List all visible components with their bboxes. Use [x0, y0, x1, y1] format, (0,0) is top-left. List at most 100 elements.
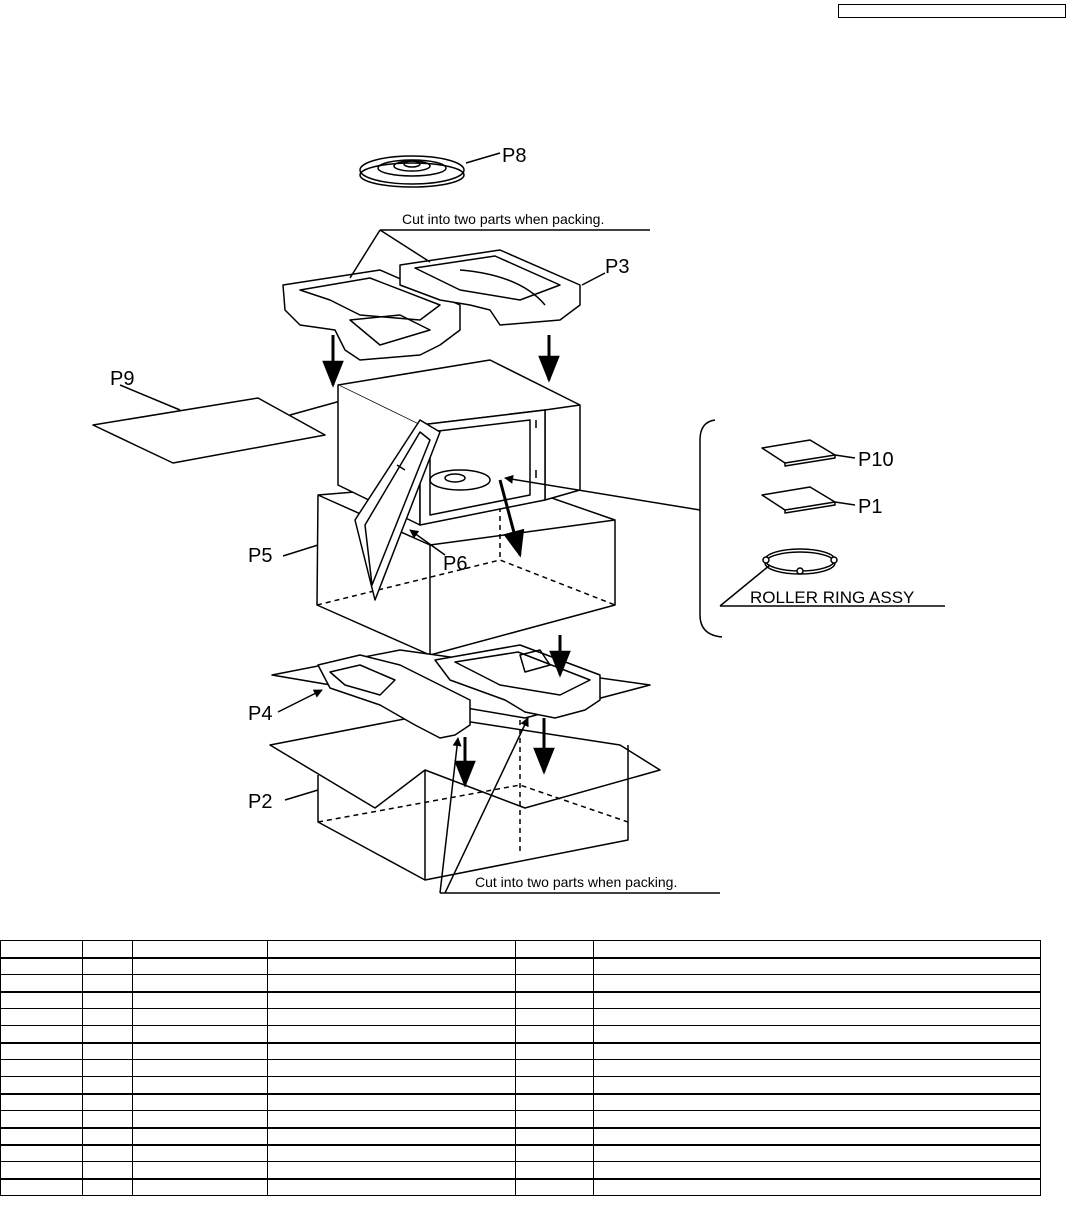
- table-cell: [82, 1042, 133, 1060]
- table-cell: [0, 957, 83, 975]
- table-cell: [82, 974, 133, 993]
- table-cell: [267, 1178, 516, 1196]
- table-cell: [267, 1008, 516, 1026]
- table-cell: [82, 1144, 133, 1162]
- table-cell: [515, 1178, 594, 1196]
- table-cell: [0, 1161, 83, 1180]
- table-cell: [593, 974, 1041, 993]
- table-cell: [132, 1144, 268, 1162]
- table-row: [0, 1093, 1041, 1111]
- table-row: [0, 1144, 1041, 1162]
- table-cell: [0, 1093, 83, 1111]
- table-cell: [267, 1110, 516, 1129]
- table-cell: [0, 1144, 83, 1162]
- table-cell: [82, 1025, 133, 1044]
- table-cell: [0, 1025, 83, 1044]
- cut-note-top: Cut into two parts when packing.: [402, 211, 604, 227]
- table-cell: [82, 991, 133, 1009]
- table-cell: [515, 1093, 594, 1111]
- instruction-sheet-part: [92, 384, 356, 464]
- table-cell: [82, 1059, 133, 1077]
- microwave-oven: [337, 359, 581, 601]
- table-cell: [593, 957, 1041, 975]
- label-p4: P4: [248, 703, 272, 725]
- table-cell: [267, 1144, 516, 1162]
- column-header: [132, 940, 268, 959]
- table-cell: [267, 1059, 516, 1077]
- table-cell: [132, 1008, 268, 1026]
- cut-note-top-leader: [349, 229, 650, 279]
- table-cell: [0, 991, 83, 1009]
- table-cell: [593, 1093, 1041, 1111]
- table-cell: [267, 991, 516, 1009]
- table-row: [0, 957, 1041, 975]
- label-p9: P9: [110, 368, 134, 390]
- table-row: [0, 1025, 1041, 1044]
- table-cell: [593, 1144, 1041, 1162]
- cut-note-bottom-leader: [439, 717, 720, 894]
- table-cell: [82, 1093, 133, 1111]
- table-row: [0, 1042, 1041, 1060]
- table-row: [0, 991, 1041, 1009]
- table-row: [0, 974, 1041, 993]
- column-header: [267, 940, 516, 959]
- table-cell: [593, 1042, 1041, 1060]
- accessory-group: [504, 419, 945, 638]
- table-cell: [267, 974, 516, 993]
- table-cell: [593, 991, 1041, 1009]
- table-cell: [132, 1178, 268, 1196]
- parts-list-table: [0, 940, 1041, 1196]
- table-cell: [132, 1161, 268, 1180]
- table-cell: [132, 1042, 268, 1060]
- table-cell: [593, 1161, 1041, 1180]
- table-cell: [82, 1076, 133, 1095]
- table-cell: [593, 1127, 1041, 1146]
- table-cell: [82, 1008, 133, 1026]
- table-cell: [132, 991, 268, 1009]
- table-cell: [515, 1144, 594, 1162]
- table-cell: [593, 1110, 1041, 1129]
- table-cell: [132, 1076, 268, 1095]
- p6-leader: [409, 529, 446, 556]
- column-header: [0, 940, 83, 959]
- table-cell: [0, 1042, 83, 1060]
- table-cell: [515, 1127, 594, 1146]
- label-p10: P10: [858, 449, 894, 471]
- table-cell: [515, 1059, 594, 1077]
- table-cell: [0, 1076, 83, 1095]
- table-cell: [0, 1008, 83, 1026]
- table-cell: [515, 1008, 594, 1026]
- column-header: [515, 940, 594, 959]
- table-cell: [132, 1093, 268, 1111]
- label-roller-ring: ROLLER RING ASSY: [750, 588, 914, 607]
- label-p3: P3: [605, 256, 629, 278]
- cut-note-bottom: Cut into two parts when packing.: [475, 874, 677, 890]
- table-cell: [132, 1110, 268, 1129]
- table-row: [0, 1161, 1041, 1180]
- table-cell: [515, 1025, 594, 1044]
- table-cell: [0, 1178, 83, 1196]
- table-row: [0, 1008, 1041, 1026]
- table-cell: [267, 1076, 516, 1095]
- table-cell: [0, 1110, 83, 1129]
- table-cell: [0, 974, 83, 993]
- table-cell: [82, 957, 133, 975]
- table-cell: [515, 1110, 594, 1129]
- turntable-tray-part: [359, 152, 501, 188]
- table-cell: [267, 957, 516, 975]
- table-cell: [593, 1076, 1041, 1095]
- table-cell: [515, 1076, 594, 1095]
- table-cell: [132, 1059, 268, 1077]
- table-cell: [267, 1042, 516, 1060]
- label-p1: P1: [858, 496, 882, 518]
- table-cell: [132, 1127, 268, 1146]
- table-row: [0, 1076, 1041, 1095]
- label-p8: P8: [502, 145, 526, 167]
- header-reference-box: [838, 4, 1066, 18]
- table-cell: [0, 1127, 83, 1146]
- table-cell: [593, 1178, 1041, 1196]
- table-cell: [82, 1110, 133, 1129]
- table-row: [0, 1110, 1041, 1129]
- column-header: [82, 940, 133, 959]
- table-row: [0, 1178, 1041, 1196]
